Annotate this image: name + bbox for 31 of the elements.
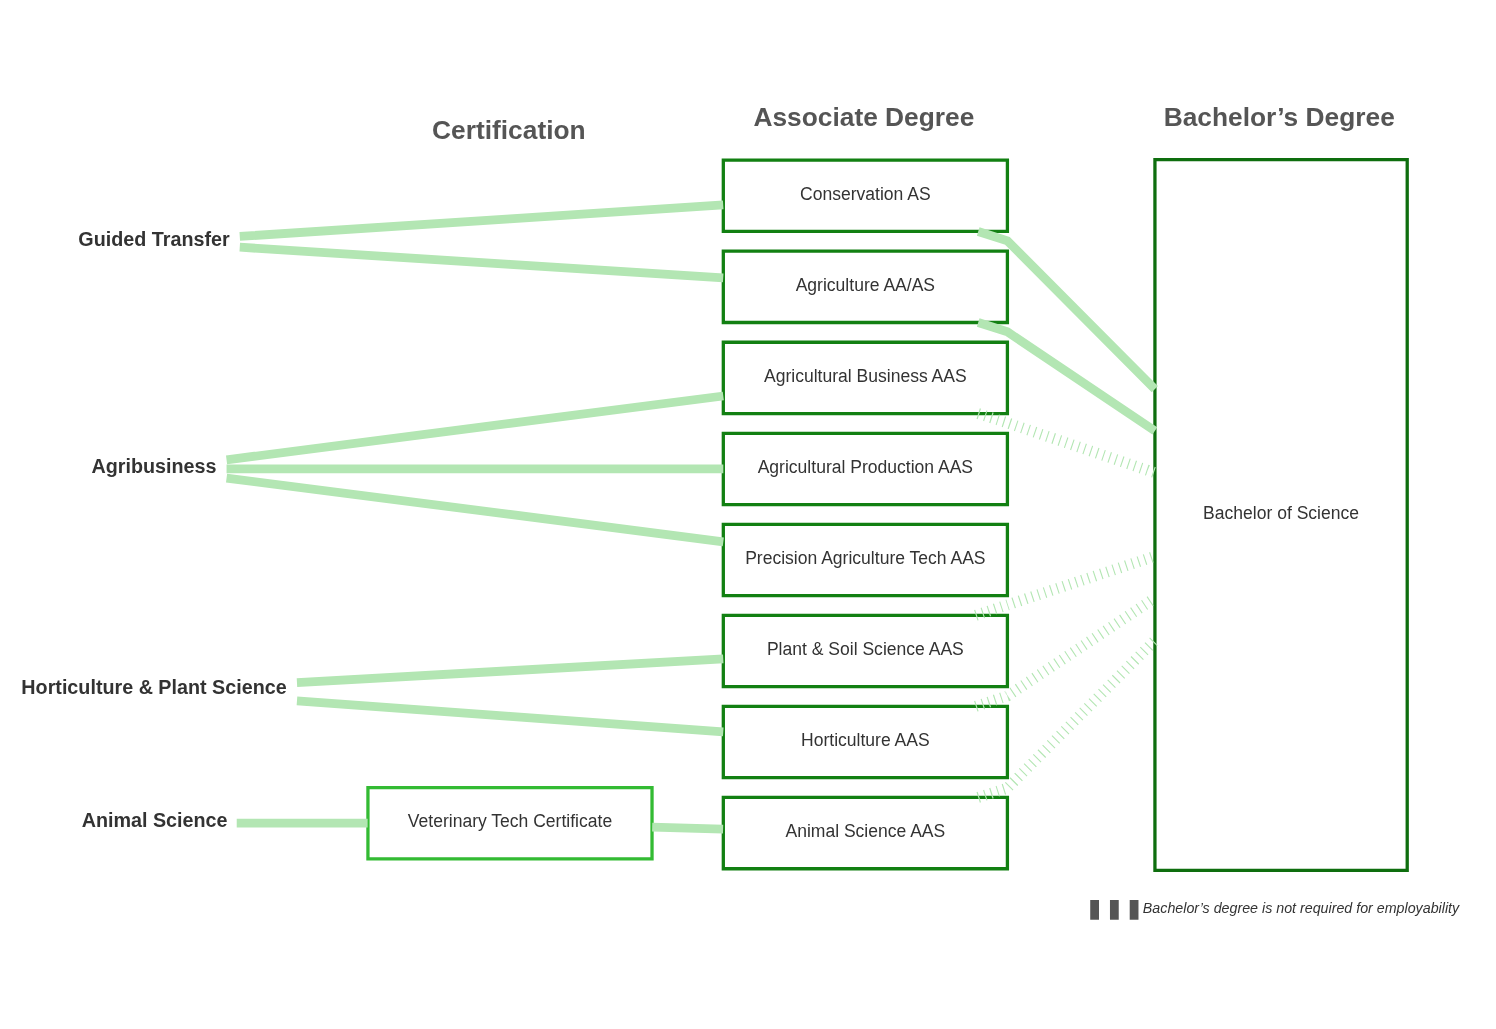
connector xyxy=(976,226,1158,392)
connector xyxy=(296,654,724,687)
node-box: Bachelor of Science xyxy=(1153,157,1409,872)
label: Associate Degree xyxy=(753,101,975,132)
node-text: Horticulture & Plant Science xyxy=(21,675,287,698)
connector xyxy=(976,636,1159,803)
label: Bachelor’s Degree xyxy=(1163,101,1395,132)
connector xyxy=(296,695,724,736)
connector xyxy=(226,391,724,464)
node-box: Precision Agriculture Tech AAS xyxy=(721,522,1010,597)
node-text: Animal Science xyxy=(81,808,228,831)
connector xyxy=(226,473,724,546)
node-text: Guided Transfer xyxy=(78,227,230,250)
node-box: Animal Science AAS xyxy=(721,795,1010,870)
connector xyxy=(239,242,724,282)
node-text: Agribusiness xyxy=(91,454,217,477)
node-box: Conservation AS xyxy=(721,158,1010,233)
connector xyxy=(976,407,1157,478)
node-box: Plant & Soil Science AAS xyxy=(721,613,1010,688)
connector xyxy=(976,317,1158,435)
node-box: Veterinary Tech Certificate xyxy=(366,785,654,860)
node-box: Agricultural Production AAS xyxy=(721,431,1010,506)
legend-label: Bachelor’s degree is not required for employability xyxy=(1142,899,1460,915)
node-box: Horticulture AAS xyxy=(721,704,1010,779)
node-box: Agriculture AA/AS xyxy=(721,249,1010,324)
connector xyxy=(652,822,724,834)
connector xyxy=(239,200,724,241)
connector xyxy=(236,818,368,828)
label: Certification xyxy=(432,114,586,145)
node-box: Agricultural Business AAS xyxy=(721,340,1010,415)
connector xyxy=(226,464,724,473)
